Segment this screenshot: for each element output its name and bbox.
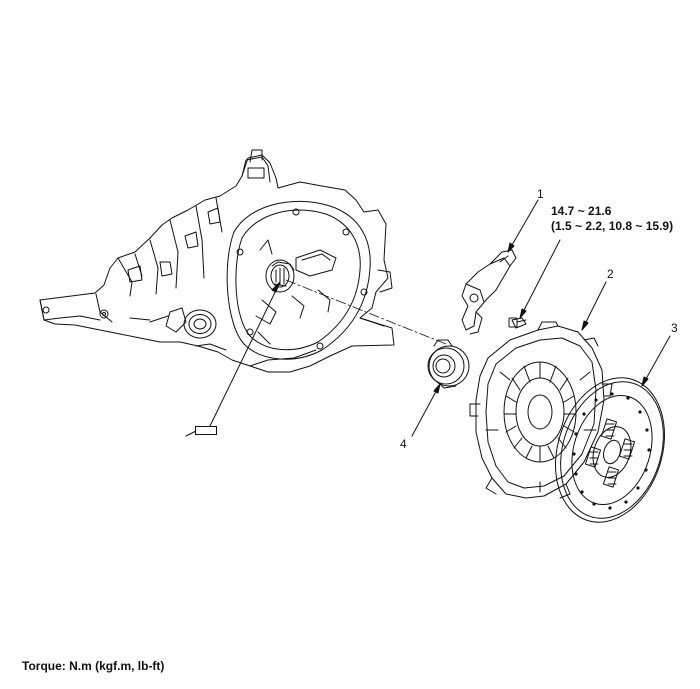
torque-spec-nm: 14.7 ~ 21.6 <box>551 204 612 218</box>
callout-4: 4 <box>400 437 407 451</box>
leader-grease <box>209 281 281 427</box>
leader-4 <box>411 383 441 437</box>
fork-bolt <box>508 317 527 329</box>
clutch-cover <box>469 321 613 499</box>
callout-3: 3 <box>671 321 678 335</box>
leader-3 <box>641 335 671 387</box>
torque-units-note: Torque: N.m (kgf.m, lb-ft) <box>22 659 165 673</box>
clutch-disc <box>555 377 665 523</box>
torque-spec: 14.7 ~ 21.6 (1.5 ~ 2.2, 10.8 ~ 15.9) <box>551 204 673 234</box>
leader-grease-arrow <box>271 281 281 293</box>
torque-spec-alt: (1.5 ~ 2.2, 10.8 ~ 15.9) <box>551 219 674 233</box>
release-bearing <box>427 339 470 389</box>
leader-torque <box>519 239 561 319</box>
grease-symbol <box>195 426 217 435</box>
leader-1 <box>507 199 539 253</box>
assembly-centerline <box>285 279 447 345</box>
release-fork <box>461 249 517 335</box>
transaxle-housing <box>39 149 395 373</box>
callout-1: 1 <box>537 187 544 201</box>
callout-2: 2 <box>607 267 614 281</box>
